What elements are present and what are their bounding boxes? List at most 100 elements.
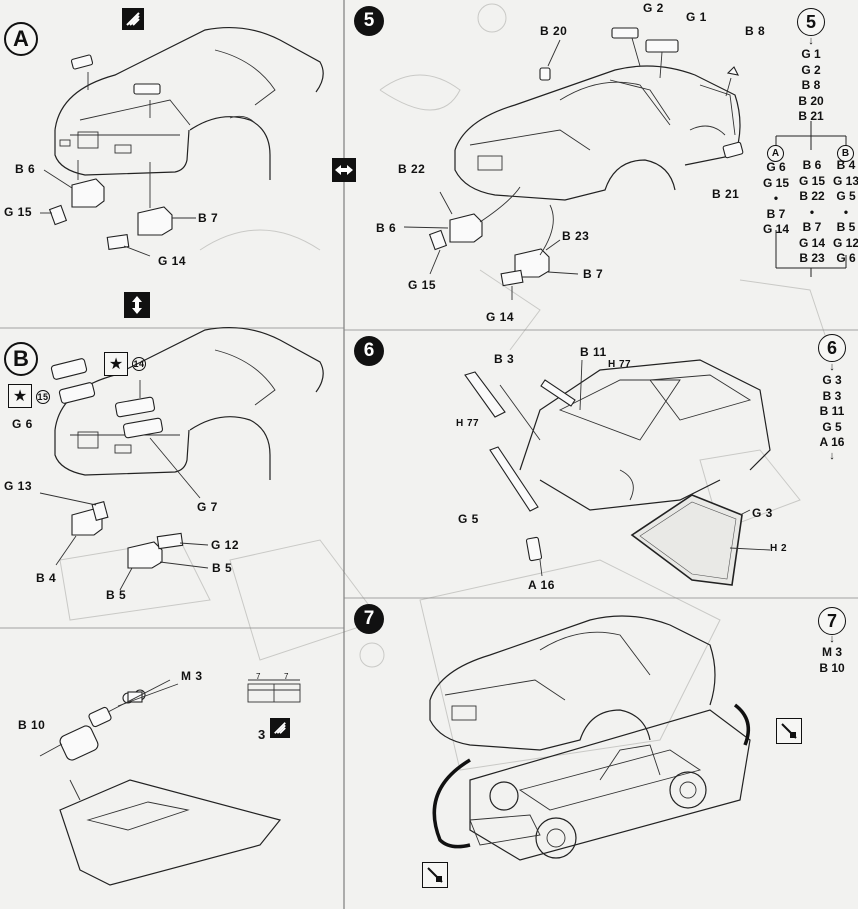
sequence-item: B 21 [798,109,824,123]
label-b4: B 4 [36,571,57,585]
label-g6: G 6 [12,417,33,431]
star-number-right: 14 [132,357,146,371]
sequence-item: G 15 [798,173,825,188]
sequence-item: B 4 [836,158,856,172]
label-b6: B 6 [15,162,36,176]
car-front-b [39,326,324,591]
dimension-diagram [247,679,301,703]
label-b8: B 8 [745,24,766,38]
sequence5-lines [775,121,847,277]
sequence7-badge: 7 [818,607,846,635]
step-7-badge: 7 [354,604,384,634]
car-step5 [403,27,744,300]
sequence-arrow-icon: ↓ [829,633,835,645]
label-g15-step5: G 15 [408,278,437,292]
label-b5-right: B 5 [212,561,233,575]
sequence-arrow-icon: ↓ [829,449,835,462]
sequence-item: M 3 [821,645,842,659]
flip-horizontal-icon [332,158,356,182]
label-b3: B 3 [494,352,515,366]
label-g2: G 2 [643,1,664,15]
glue-count: 3 [258,727,266,742]
label-b6-step5: B 6 [376,221,397,235]
sequence5-branch-a-badge: A [767,145,784,162]
car-step6 [464,359,771,586]
label-g14: G 14 [158,254,187,268]
step-6-badge: 6 [354,336,384,366]
star-icon-left: ★ [8,384,32,408]
bulb-assembly [39,679,282,886]
sequence-item: G 2 [801,62,821,77]
glue-icon [122,8,144,30]
label-b21: B 21 [712,187,740,201]
label-g12: G 12 [211,538,240,552]
label-h2: H 2 [770,543,788,554]
label-h77-left: H 77 [456,418,480,429]
label-g1: G 1 [686,10,707,24]
sequence-item: B 11 [819,404,845,418]
label-b10: B 10 [18,718,46,732]
sequence6-badge: 6 [818,334,846,362]
label-g5: G 5 [458,512,479,526]
label-b20: B 20 [540,24,568,38]
sequence-item: B 23 [799,251,825,265]
label-b22: B 22 [398,162,426,176]
label-m3: M 3 [181,669,203,683]
sequence-item: B 7 [766,206,786,221]
sequence-item: G 5 [822,419,842,434]
sequence-item: G 12 [832,235,858,250]
sequence5-badge: 5 [797,8,825,36]
label-g14-step5: G 14 [486,310,515,324]
sequence-item: B 7 [802,220,822,234]
sequence-item: • [773,191,779,205]
label-b23: B 23 [562,229,590,243]
label-g13: G 13 [4,479,33,493]
sequence-item: G 5 [836,189,856,203]
step-b-badge: B [4,342,38,376]
sequence-item: B 8 [801,78,821,92]
sequence5-branch-b-badge: B [837,145,854,162]
label-b11: B 11 [580,345,607,359]
sequence-item: G 6 [766,160,786,174]
sequence-item: B 20 [798,93,824,108]
car-front-a [40,26,324,257]
screwdriver-icon-right [776,718,802,744]
label-b5-bottom: B 5 [106,588,127,602]
label-g15: G 15 [4,205,33,219]
step-a-badge: A [4,22,38,56]
label-h77-top: H 77 [608,359,632,370]
screwdriver-icon-left [422,862,448,888]
sequence-item: G 14 [762,222,789,236]
sequence-item: B 10 [819,660,845,675]
sequence-item: • [809,204,815,219]
car-step7 [429,615,751,861]
glue-icon-small [270,718,290,738]
flip-vertical-icon [124,292,150,318]
label-g7: G 7 [197,500,218,514]
sequence-item: G 6 [836,251,856,265]
sequence-item: G 3 [822,373,842,387]
sequence-item: B 5 [836,220,856,234]
step-5-badge: 5 [354,6,384,36]
sequence-item: G 1 [801,47,821,61]
dimension-left: 7 [256,672,261,681]
sequence-arrow-icon: ↓ [808,35,814,47]
label-b7: B 7 [198,211,219,225]
label-g3: G 3 [752,506,773,520]
dimension-right: 7 [284,672,289,681]
star-icon-right: ★ [104,352,128,376]
sequence-item: A 16 [819,435,845,449]
sequence-arrow-icon: ↓ [829,361,835,373]
star-number-left: 15 [36,390,50,404]
sequence-item: B 22 [799,189,825,203]
sequence-item: G 15 [762,175,789,190]
sequence-item: G 14 [798,235,825,250]
sequence-item: • [843,204,849,219]
